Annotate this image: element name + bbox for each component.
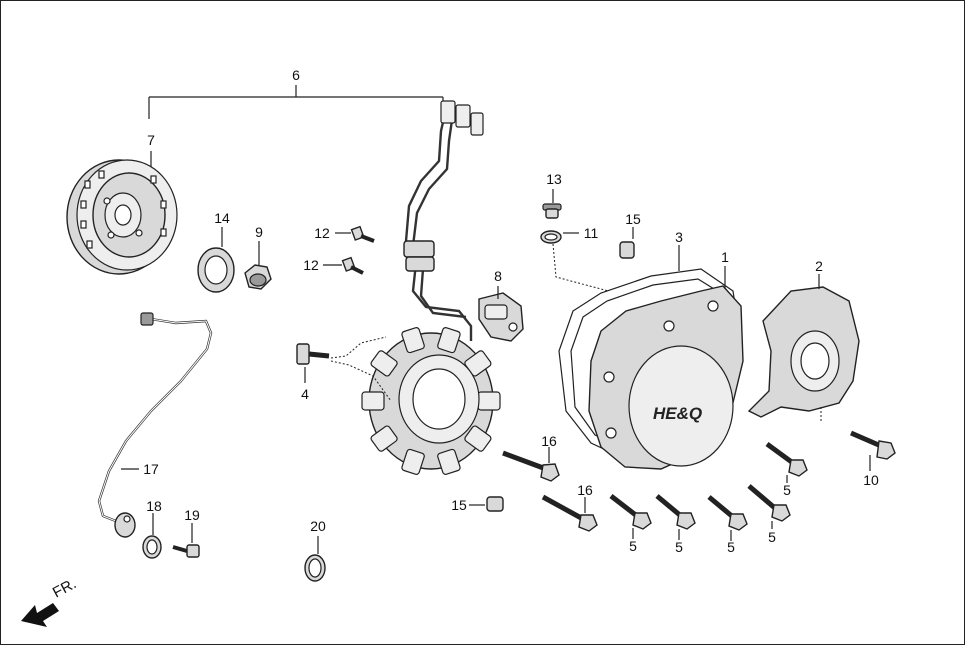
callout-6: 6	[292, 67, 300, 83]
stator-tooth	[437, 327, 461, 354]
dowel-pin-15-upper	[619, 227, 635, 259]
stator-tooth	[370, 425, 398, 452]
callout-5c: 5	[727, 539, 735, 555]
stator-tooth	[464, 425, 492, 452]
callout-5a: 5	[629, 538, 637, 554]
callout-1: 1	[721, 249, 729, 265]
bolt-19	[172, 523, 200, 558]
side-cover-2	[747, 274, 860, 421]
callout-5e: 5	[783, 482, 791, 498]
callout-8: 8	[494, 268, 502, 284]
oil-plug-13	[542, 189, 562, 219]
callout-12-lower: 12	[303, 257, 319, 273]
washer-14	[197, 227, 235, 293]
stator-coil	[361, 327, 501, 475]
callout-7: 7	[147, 132, 155, 148]
dowel-pin-15-lower	[469, 496, 504, 512]
callout-9: 9	[255, 224, 263, 240]
callout-4: 4	[301, 386, 309, 402]
callout-14: 14	[214, 210, 230, 226]
callout-18: 18	[146, 498, 162, 514]
stator-tooth	[477, 391, 501, 411]
bolt-5-e	[765, 441, 808, 483]
front-direction-arrow: FR.	[21, 575, 79, 627]
callout-17: 17	[143, 461, 159, 477]
stator-bolt-4	[296, 336, 392, 402]
stator-wiring-harness	[403, 100, 484, 341]
callout-5b: 5	[675, 539, 683, 555]
assembly-bracket-6	[148, 85, 444, 119]
bolt-12-upper	[335, 225, 375, 243]
bolt-5-c	[707, 495, 748, 541]
callout-20: 20	[310, 518, 326, 534]
flywheel-rotor	[66, 151, 178, 275]
sensor-cable-17	[97, 312, 213, 538]
callout-13: 13	[546, 171, 562, 187]
callout-16-right: 16	[577, 482, 593, 498]
callout-15-upper: 15	[625, 211, 641, 227]
cover-logo: HE&Q	[653, 404, 702, 423]
washer-11	[540, 230, 652, 320]
stator-tooth	[401, 448, 425, 475]
o-ring-18	[142, 513, 162, 559]
bolt-16-left	[502, 447, 560, 482]
generator-cover-1: HE&Q	[588, 266, 744, 470]
stator-tooth	[370, 350, 398, 377]
callout-15-lower: 15	[451, 497, 467, 513]
callout-2: 2	[815, 258, 823, 274]
callout-16-left: 16	[541, 433, 557, 449]
stator-tooth	[401, 327, 425, 354]
bolt-12-lower	[323, 256, 364, 275]
callout-19: 19	[184, 507, 200, 523]
pulser-coil-8	[478, 286, 524, 342]
flywheel-nut-9	[244, 241, 272, 290]
stator-tooth	[361, 391, 385, 411]
callout-5d: 5	[768, 529, 776, 545]
callout-3: 3	[675, 229, 683, 245]
callout-12-upper: 12	[314, 225, 330, 241]
bolt-5-b	[655, 494, 696, 540]
o-ring-20	[304, 536, 326, 582]
front-direction-label: FR.	[50, 575, 79, 601]
cover-bolt-10	[850, 430, 896, 471]
bolt-5-d	[747, 484, 791, 529]
callout-10: 10	[863, 472, 879, 488]
callout-11: 11	[584, 225, 599, 241]
bolt-5-a	[609, 494, 652, 539]
stator-tooth	[437, 448, 461, 475]
bolt-16-right	[541, 494, 598, 532]
